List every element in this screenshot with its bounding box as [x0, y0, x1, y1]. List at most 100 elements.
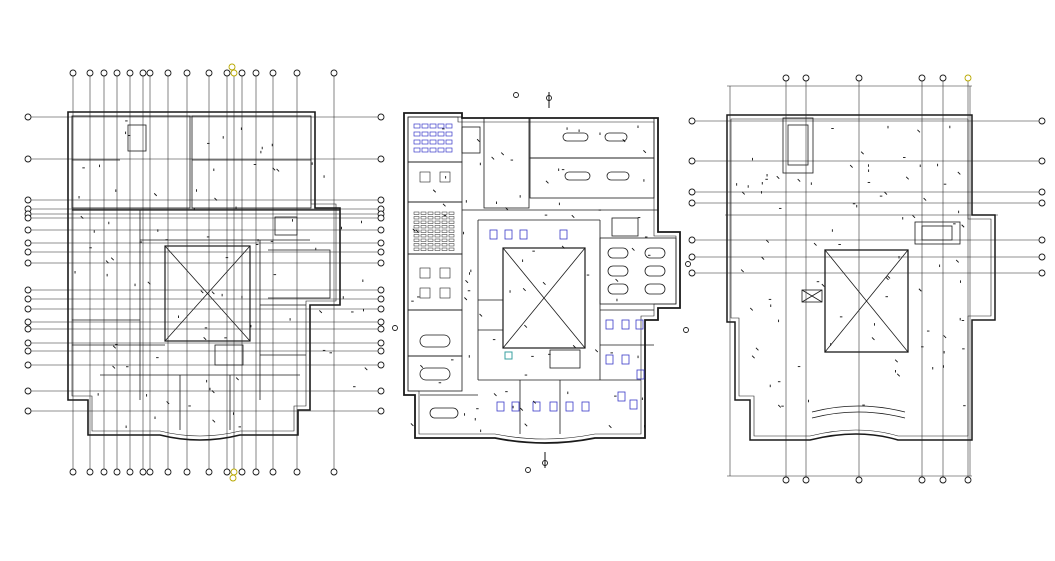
plan3-grid-bubbles: [688, 74, 1046, 484]
detail-tick: [500, 152, 505, 156]
seat: [448, 238, 455, 242]
roof-plan: [725, 114, 998, 441]
grid-bubble-icon: [205, 468, 213, 476]
seat: [434, 225, 441, 229]
seat: [441, 234, 448, 238]
grid-bubble-icon: [24, 407, 32, 415]
detail-tick: [364, 367, 368, 371]
plan1-grid-lines: [28, 73, 381, 472]
seat: [427, 238, 434, 242]
grid-bubble-icon: [24, 347, 32, 355]
detail-tick: [821, 283, 825, 287]
grid-bubble-icon: [918, 476, 926, 484]
grid-bubble-icon: [139, 468, 147, 476]
detail-tick: [572, 345, 576, 349]
furnished-floor-plan: [403, 112, 681, 444]
grid-bubble-icon: [377, 407, 385, 415]
grid-bubble-icon: [146, 69, 154, 77]
grid-bubble-icon: [24, 318, 32, 326]
grid-bubble-icon: [377, 113, 385, 121]
grid-bubble-icon: [69, 468, 77, 476]
seat: [448, 211, 455, 215]
seat: [413, 247, 420, 251]
detail-tick: [957, 171, 961, 175]
detail-tick: [955, 259, 959, 263]
seat: [420, 216, 427, 220]
seat: [427, 220, 434, 224]
grid-bubble-icon: [238, 468, 246, 476]
drawing-detail-ticks: [74, 120, 966, 433]
grid-bubble-icon: [855, 74, 863, 82]
seat: [413, 211, 420, 215]
detail-tick: [542, 281, 546, 286]
detail-tick: [860, 151, 864, 155]
detail-tick: [235, 377, 239, 381]
detail-tick: [755, 347, 759, 351]
grid-bubble-icon: [126, 468, 134, 476]
grid-bubble-icon: [513, 92, 519, 98]
desk: [605, 354, 614, 365]
seat: [437, 123, 445, 129]
desk: [621, 354, 630, 365]
grid-bubble-icon: [377, 387, 385, 395]
grid-bubble-icon: [183, 468, 191, 476]
detail-tick: [80, 215, 84, 219]
grid-bubble-icon: [688, 253, 696, 261]
detail-tick: [112, 345, 116, 349]
detail-tick: [505, 207, 509, 211]
seat: [437, 139, 445, 145]
grid-bubble-icon: [229, 474, 237, 482]
table: [419, 171, 431, 183]
grid-bubble-icon: [377, 361, 385, 369]
grid-bubble-icon: [86, 69, 94, 77]
grid-bubble-icon: [24, 226, 32, 234]
seat: [421, 139, 429, 145]
detail-tick: [524, 423, 528, 427]
seat: [427, 247, 434, 251]
seat: [420, 238, 427, 242]
seat: [441, 243, 448, 247]
seat: [421, 123, 429, 129]
seat: [420, 229, 427, 233]
seat: [434, 216, 441, 220]
seat: [448, 247, 455, 251]
grid-bubble-icon: [24, 248, 32, 256]
grid-bubble-icon: [269, 468, 277, 476]
seat: [413, 131, 421, 137]
seat: [437, 131, 445, 137]
seat: [413, 238, 420, 242]
detail-tick: [917, 129, 921, 133]
grid-bubble-icon: [269, 69, 277, 77]
seat: [445, 139, 453, 145]
grid-bubble-icon: [230, 69, 238, 77]
detail-tick: [943, 335, 947, 339]
detail-tick: [415, 229, 419, 233]
grid-bubble-icon: [525, 467, 531, 473]
table: [439, 287, 451, 299]
grid-bubble-icon: [1038, 269, 1046, 277]
grid-bubble-icon: [24, 295, 32, 303]
seat: [437, 147, 445, 153]
detail-tick: [797, 178, 801, 182]
detail-tick: [211, 291, 215, 295]
seat: [434, 211, 441, 215]
grid-bubble-icon: [139, 69, 147, 77]
grid-bubble-icon: [1038, 253, 1046, 261]
plan1-open-to-below: [164, 245, 251, 342]
detail-tick: [491, 156, 495, 160]
plan3-grid-lines: [692, 78, 1042, 480]
grid-bubble-icon: [293, 468, 301, 476]
grid-bubble-icon: [223, 69, 231, 77]
grid-bubble-icon: [228, 63, 236, 71]
detail-tick: [761, 256, 765, 260]
grid-bubble-icon: [939, 476, 947, 484]
grid-bubble-icon: [1038, 199, 1046, 207]
grid-bubble-icon: [24, 196, 32, 204]
detail-tick: [615, 278, 619, 282]
grid-bubble-icon: [392, 325, 398, 331]
desk: [511, 401, 520, 412]
plan1-inner-outline: [71, 115, 337, 437]
desk: [504, 229, 513, 240]
plan1-upper-room-right: [191, 115, 312, 209]
detail-tick: [749, 307, 754, 311]
